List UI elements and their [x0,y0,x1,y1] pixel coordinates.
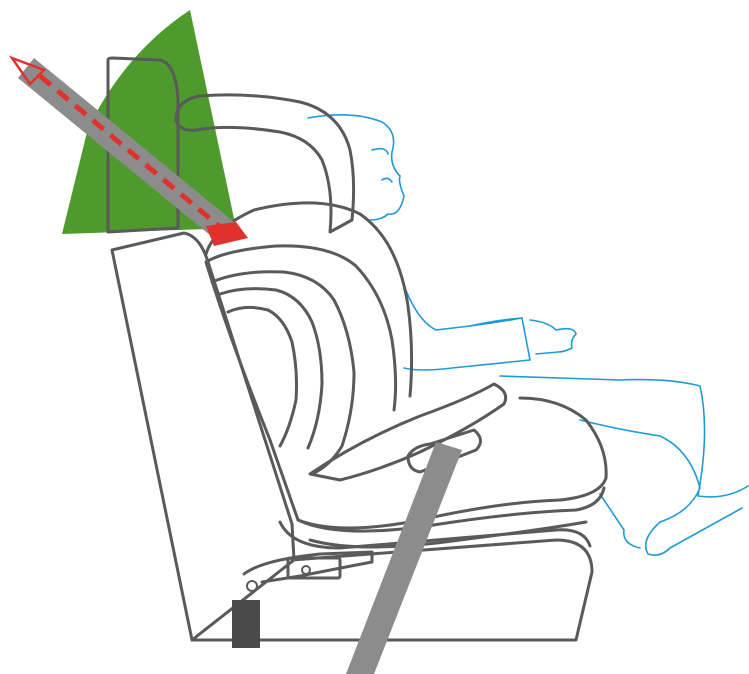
booster-back-inner-3 [228,307,297,446]
child-ear [372,149,392,182]
isofix-anchor-block [232,600,260,648]
vehicle-seatback-frame [112,233,294,640]
child-torso-front [402,280,530,370]
isofix-assembly [232,552,372,648]
booster-back-shell [206,246,396,410]
child-figure [308,115,748,555]
booster-back-inner-1 [212,272,354,474]
isofix-pivot-icon [247,581,257,591]
isofix-button-icon [302,566,310,574]
